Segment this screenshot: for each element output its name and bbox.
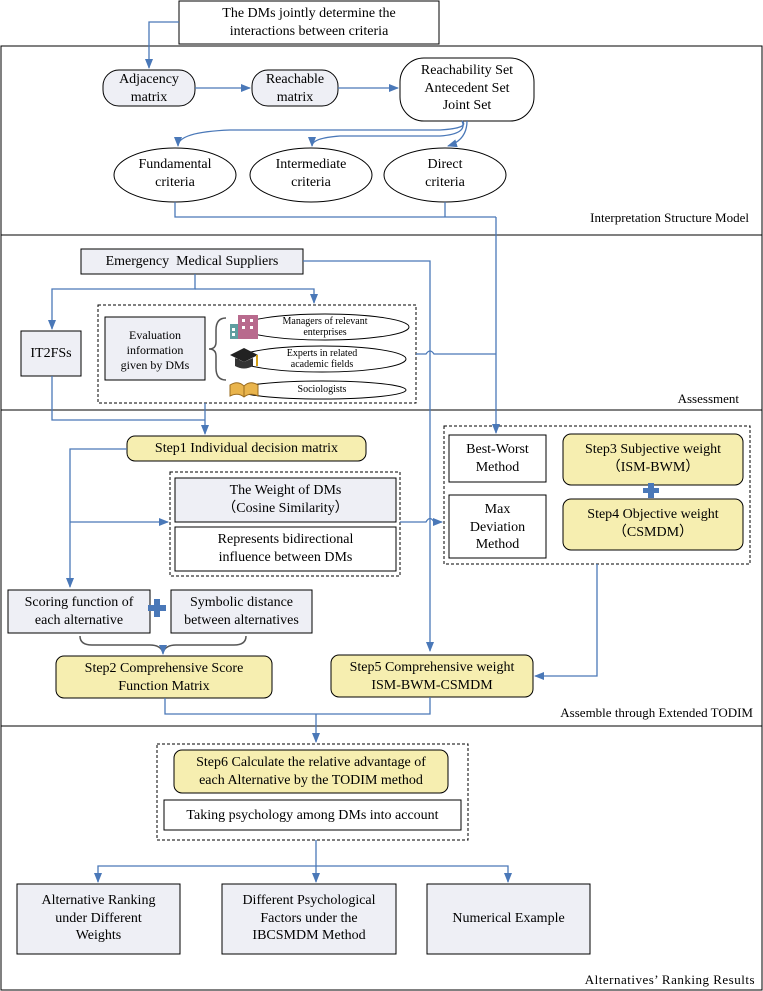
it2fss-node: IT2FSs [30, 346, 72, 361]
evaluation-brace [208, 317, 227, 381]
weight-dms-box-shape [174, 477, 397, 523]
reachable-matrix-node: Reachable matrix [265, 72, 325, 105]
section-frames [0, 45, 763, 991]
suppliers-box-shape [80, 248, 304, 275]
eval-box-shape [104, 316, 206, 381]
direct-criteria-node: Direct criteria [425, 157, 465, 190]
box-shapes [7, 0, 591, 955]
building-icon [230, 315, 258, 339]
ranking-section [0, 725, 763, 991]
ism-section-label: Interpretation Structure Model [590, 210, 749, 225]
alt2-box-shape [221, 883, 397, 955]
psych-factors-node: Different Psychological Factors under th… [242, 893, 376, 943]
step4-shape [562, 498, 744, 551]
bidirectional-box-shape [174, 526, 397, 572]
bwm-box-shape [448, 434, 547, 483]
arrow-step4-to-step5 [534, 564, 598, 680]
alt3-box-shape [426, 883, 591, 955]
ranking-section-label: Alternatives’ Ranking Results [584, 972, 755, 987]
step-shapes [55, 433, 744, 794]
step1-node: Step1 Individual decision matrix [154, 441, 339, 456]
scoring-brace [79, 635, 247, 654]
line-suppliers-split [48, 274, 196, 330]
line-suppliers-right [303, 260, 434, 652]
step2-shape [55, 655, 273, 699]
line-fundamental-down [174, 202, 496, 218]
arrow-top-to-adjacency [145, 21, 179, 69]
scoring-function-node: Scoring function of each alternative [24, 595, 134, 628]
step5-shape [330, 654, 534, 698]
psychology-node: Taking psychology among DMs into account [186, 808, 439, 823]
alt1-box-shape [16, 883, 181, 955]
step6-shape [173, 749, 449, 794]
line-step6-down [94, 840, 317, 883]
connectors [48, 21, 598, 883]
line-step2-down [164, 698, 316, 715]
suppliers-node: Emergency Medical Suppliers [105, 254, 279, 269]
maxdev-box-shape [448, 494, 547, 559]
bidirectional-node: Represents bidirectional influence betwe… [217, 532, 354, 565]
line-eval-to-ism [416, 350, 496, 355]
arrow-dm-weight-to-methods [400, 517, 443, 526]
line-step5-down [316, 697, 431, 715]
dm-weight-node: The Weight of DMs （Cosine Similarity） [222, 483, 349, 516]
reachability-sets-node: Reachability Set Antecedent Set Joint Se… [420, 63, 514, 113]
it2fss-box-shape [20, 330, 82, 377]
book-icon [229, 382, 259, 398]
symbolic-distance-node: Symbolic distance between alternatives [184, 595, 299, 628]
intermediate-criteria-node: Intermediate criteria [275, 157, 347, 190]
alt-ranking-node: Alternative Ranking under Different Weig… [41, 893, 156, 943]
graduation-cap-icon [230, 348, 258, 369]
intermediate-shape [249, 147, 373, 203]
todim-section-label: Assemble through Extended TODIM [560, 705, 753, 720]
step6-group [156, 743, 469, 841]
step3-node: Step3 Subjective weight （ISM-BWM） [584, 442, 722, 475]
evaluation-info-node: Evaluation information given by DMs [120, 328, 190, 372]
arrow-sets-to-fundamental [174, 120, 465, 147]
fundamental-criteria-node: Fundamental criteria [138, 157, 212, 190]
step2-node: Step2 Comprehensive Score Function Matri… [84, 661, 244, 694]
psychology-box-shape [163, 799, 462, 831]
max-deviation-node: Max Deviation Method [469, 502, 526, 552]
managers-node: Managers of relevant enterprises [282, 316, 368, 338]
numerical-example-node: Numerical Example [452, 911, 565, 926]
dm-weight-group [169, 471, 401, 577]
arrow-sets-to-intermediate [308, 120, 464, 147]
scoring-box-shape [7, 589, 151, 634]
top-box: The DMs jointly determine the interactio… [222, 6, 396, 39]
line-it2fss-down [51, 376, 205, 421]
line-step1-left [66, 448, 127, 588]
step5-node: Step5 Comprehensive weight ISM-BWM-CSMDM [349, 660, 515, 693]
step4-node: Step4 Objective weight （CSMDM） [587, 507, 719, 540]
sociologists-node: Sociologists [297, 384, 347, 395]
experts-node: Experts in related academic fields [286, 348, 358, 370]
arrow-to-evaluation-group [195, 288, 318, 304]
plus-icon [148, 483, 659, 617]
ellipse-shapes [102, 57, 535, 400]
best-worst-node: Best-Worst Method [466, 442, 529, 475]
arrow-to-alt3 [316, 865, 512, 883]
symbolic-box-shape [170, 589, 313, 634]
adjacency-matrix-node: Adjacency matrix [119, 72, 179, 105]
assessment-section-label: Assessment [677, 391, 739, 406]
step6-node: Step6 Calculate the relative advantage o… [196, 755, 426, 788]
arrow-sets-to-direct [447, 120, 468, 148]
